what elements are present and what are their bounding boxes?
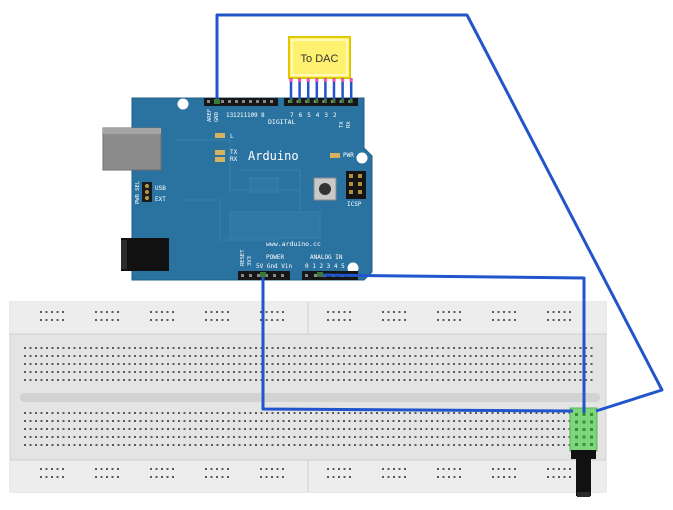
analog-pins-label: 0 1 2 3 4 5 xyxy=(305,263,345,270)
breadboard-holes xyxy=(24,311,593,478)
pwr-label: PWR xyxy=(343,152,354,159)
digital-pin-label: 4 xyxy=(316,112,320,119)
digital-pin-label: 12 xyxy=(233,112,241,119)
pwr-sel-label: PWR SEL xyxy=(135,180,141,204)
mount-hole xyxy=(356,152,368,164)
digital-label: DIGITAL xyxy=(268,118,295,126)
digital-pin-label: 7 xyxy=(290,112,294,119)
led-tx xyxy=(215,150,225,155)
tx-pin-label: TX xyxy=(339,121,345,128)
aref-label: AREF xyxy=(207,109,213,122)
digital-header-right xyxy=(284,98,358,106)
breadboard xyxy=(9,301,607,493)
5v-wire xyxy=(261,275,574,413)
board-url: www.arduino.cc xyxy=(266,240,321,248)
pot-shaft xyxy=(576,458,591,496)
wire-endpoints xyxy=(214,99,323,277)
usb-connector xyxy=(102,127,162,171)
dac-box: To DAC xyxy=(288,36,351,79)
digital-header-left xyxy=(204,98,278,106)
digital-pin-label: 2 xyxy=(333,112,337,119)
icsp-label: ICSP xyxy=(347,201,362,208)
board-name: Arduino xyxy=(248,149,299,163)
digital-pin-label: 10 xyxy=(247,112,255,119)
center-channel xyxy=(20,393,600,402)
gnd-wire xyxy=(215,13,664,413)
power-pins-label: 5V Gnd Vin xyxy=(256,263,293,270)
rx-pin-label: RX xyxy=(346,121,352,128)
led-l xyxy=(215,133,225,138)
mount-hole xyxy=(177,98,189,110)
analog-label: ANALOG IN xyxy=(310,254,343,261)
mount-hole xyxy=(347,262,359,274)
digital-pin-label: 11 xyxy=(240,112,248,119)
led-l-label: L xyxy=(230,133,234,140)
digital-pin-label: 13 xyxy=(226,112,234,119)
dc-jack xyxy=(121,238,169,271)
gnd-label: GND xyxy=(214,112,220,122)
reset-label: RESET xyxy=(240,249,246,266)
potentiometer xyxy=(569,407,598,497)
usb-label: USB xyxy=(155,185,166,192)
digital-pin-label: 3 xyxy=(324,112,328,119)
dac-leads xyxy=(289,78,354,103)
wires xyxy=(215,13,664,413)
arduino-board: Arduino www.arduino.cc DIGITAL L TX RX P… xyxy=(102,97,373,281)
rx-label: RX xyxy=(230,156,238,163)
power-label: POWER xyxy=(266,254,284,261)
tx-label: TX xyxy=(230,149,238,156)
digital-pin-label: 9 xyxy=(254,112,258,119)
ext-label: EXT xyxy=(155,196,166,203)
v33-label: 3V3 xyxy=(247,256,253,266)
digital-pin-label: 6 xyxy=(299,112,303,119)
dac-label: To DAC xyxy=(301,53,339,65)
led-pwr xyxy=(330,153,340,158)
analog-wire xyxy=(319,273,586,413)
led-rx xyxy=(215,157,225,162)
digital-pin-label: 8 xyxy=(261,112,265,119)
digital-pin-label: 5 xyxy=(307,112,311,119)
